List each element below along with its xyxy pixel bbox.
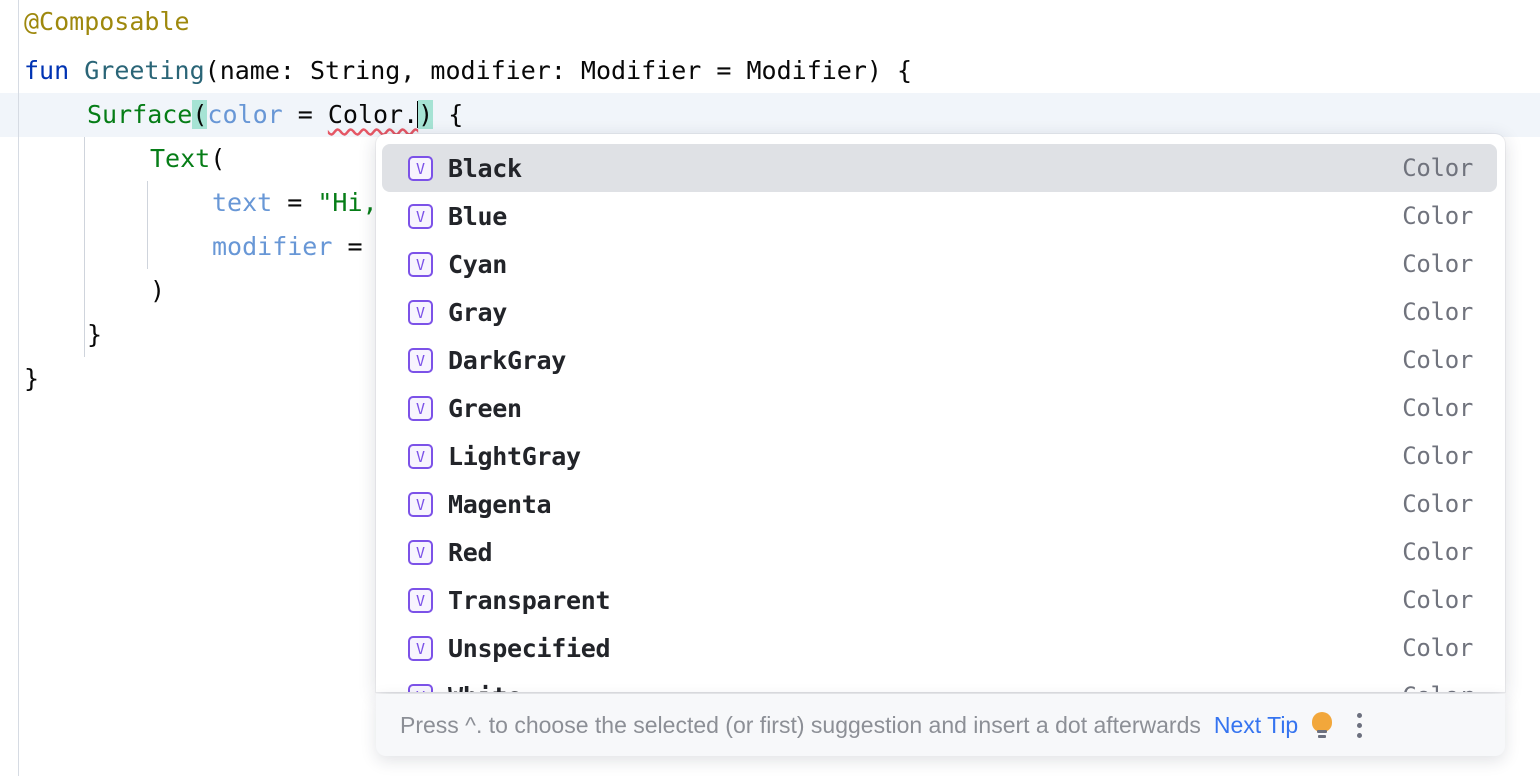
- property-value-icon: V: [408, 443, 433, 469]
- named-arg-modifier: modifier: [212, 232, 333, 261]
- completion-item-type: Color: [1402, 250, 1473, 278]
- completion-item[interactable]: V DarkGray Color: [382, 336, 1497, 384]
- code-line-9: }: [0, 357, 39, 401]
- completion-item[interactable]: V Magenta Color: [382, 480, 1497, 528]
- completion-item-label: LightGray: [448, 441, 581, 471]
- property-value-icon: V: [408, 635, 433, 661]
- named-arg-color: color: [207, 100, 283, 129]
- completion-item-label: Blue: [448, 201, 508, 231]
- completion-item[interactable]: V White Color: [382, 672, 1497, 692]
- completion-item-type: Color: [1402, 202, 1473, 230]
- completion-item-type: Color: [1402, 490, 1473, 518]
- property-value-icon: V: [408, 395, 433, 421]
- next-tip-link[interactable]: Next Tip: [1213, 711, 1299, 738]
- lightbulb-icon: [1310, 712, 1334, 738]
- completion-item-label: White: [448, 682, 522, 693]
- more-options-icon[interactable]: [1356, 712, 1362, 738]
- function-name-greeting: Greeting: [84, 56, 205, 85]
- matching-paren-close: ): [418, 100, 434, 129]
- close-paren: ): [150, 276, 166, 305]
- completion-item-type: Color: [1402, 154, 1473, 182]
- code-line-6: modifier =: [0, 225, 378, 269]
- completion-item-label: Gray: [448, 297, 508, 327]
- code-line-2: fun Greeting(name: String, modifier: Mod…: [0, 49, 912, 93]
- matching-paren-open: (: [192, 100, 208, 129]
- close-brace: }: [24, 364, 40, 393]
- space: [69, 56, 84, 85]
- close-brace: }: [87, 320, 103, 349]
- completion-item[interactable]: V Black Color: [382, 144, 1497, 192]
- completion-item-type: Color: [1402, 586, 1473, 614]
- completion-item-label: DarkGray: [448, 345, 567, 375]
- code-line-5: text = "Hi,: [0, 181, 378, 225]
- property-value-icon: V: [408, 347, 433, 373]
- code-line-8: }: [0, 313, 102, 357]
- code-line-4: Text(: [0, 137, 225, 181]
- current-line-highlight: [0, 93, 1540, 137]
- open-brace: {: [433, 100, 464, 129]
- named-arg-text: text: [212, 188, 273, 217]
- completion-item[interactable]: V Transparent Color: [382, 576, 1497, 624]
- signature-params: (name: String, modifier: Modifier = Modi…: [204, 56, 913, 85]
- property-value-icon: V: [408, 491, 433, 517]
- property-value-icon: V: [408, 539, 433, 565]
- completion-item-label: Unspecified: [448, 633, 611, 663]
- completion-item[interactable]: V Gray Color: [382, 288, 1497, 336]
- indent-guide: [84, 137, 85, 357]
- property-value-icon: V: [408, 251, 433, 277]
- equals-operator: =: [332, 232, 378, 261]
- open-paren: (: [210, 144, 226, 173]
- equals-operator: =: [282, 100, 328, 129]
- code-line-1: @Composable: [0, 0, 190, 44]
- property-value-icon: V: [408, 587, 433, 613]
- keyword-fun: fun: [24, 56, 70, 85]
- completion-item[interactable]: V Cyan Color: [382, 240, 1497, 288]
- completion-item-type: Color: [1402, 442, 1473, 470]
- completion-hint-bar: Press ^. to choose the selected (or firs…: [376, 694, 1505, 756]
- gutter-separator: [18, 0, 19, 776]
- completion-item-label: Transparent: [448, 585, 611, 615]
- function-call-text: Text: [150, 144, 211, 173]
- completion-item-type: Color: [1402, 682, 1473, 692]
- completion-item[interactable]: V Green Color: [382, 384, 1497, 432]
- completion-item-type: Color: [1402, 298, 1473, 326]
- completion-item-type: Color: [1402, 634, 1473, 662]
- completion-item-label: Cyan: [448, 249, 508, 279]
- completion-item[interactable]: V Blue Color: [382, 192, 1497, 240]
- indent-guide: [147, 181, 148, 269]
- property-value-icon: V: [408, 683, 433, 692]
- completion-item-type: Color: [1402, 346, 1473, 374]
- string-literal: "Hi,: [317, 188, 378, 217]
- completion-item[interactable]: V Unspecified Color: [382, 624, 1497, 672]
- property-value-icon: V: [408, 299, 433, 325]
- code-line-7: ): [0, 269, 165, 313]
- completion-item[interactable]: V LightGray Color: [382, 432, 1497, 480]
- completion-item-type: Color: [1402, 394, 1473, 422]
- property-value-icon: V: [408, 203, 433, 229]
- completion-item-label: Magenta: [448, 489, 552, 519]
- completion-item-label: Red: [448, 537, 493, 567]
- function-call-surface: Surface: [87, 100, 193, 129]
- property-value-icon: V: [408, 155, 433, 181]
- code-line-3: Surface(color = Color.) {: [0, 93, 463, 137]
- completion-item-label: Black: [448, 153, 522, 183]
- equals-operator: =: [272, 188, 318, 217]
- hint-text: Press ^. to choose the selected (or firs…: [400, 711, 1201, 738]
- error-token-color-dot: Color.: [327, 100, 419, 129]
- completion-item-label: Green: [448, 393, 522, 423]
- completion-item[interactable]: V Red Color: [382, 528, 1497, 576]
- annotation-token: @Composable: [24, 7, 190, 36]
- completion-item-type: Color: [1402, 538, 1473, 566]
